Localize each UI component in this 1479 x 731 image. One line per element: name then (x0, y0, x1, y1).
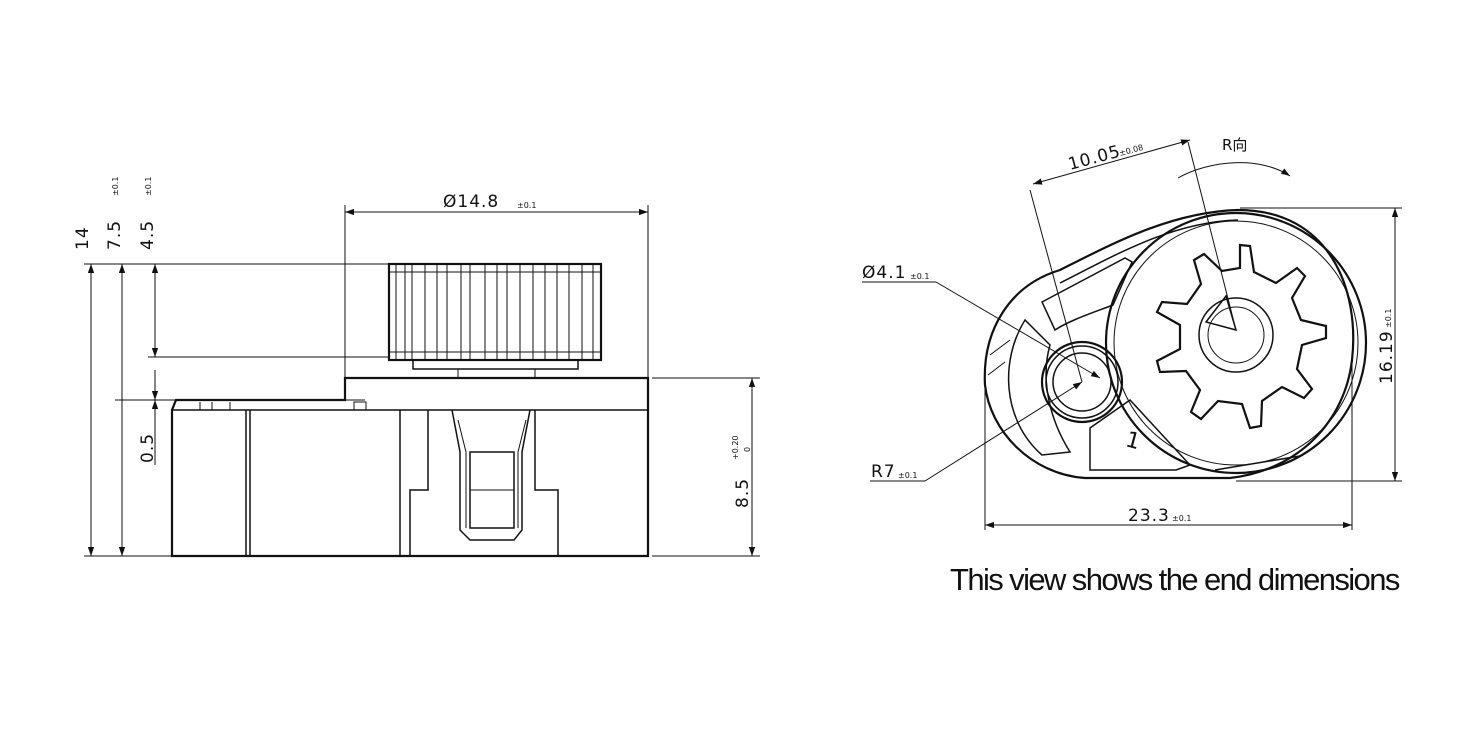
rotation-label: R向 (1222, 136, 1247, 154)
dim-width-tol: ±0.1 (1172, 514, 1191, 523)
hub-washer (412, 359, 579, 370)
gear-teeth (1155, 243, 1328, 430)
gear-wheel (387, 262, 603, 362)
side-view: Ø14.8 ±0.1 14 7.5 ±0.1 4.5 ±0.1 0.5 8.5 … (73, 177, 760, 558)
dim-step: 0.5 (138, 433, 158, 463)
dim-radius-tol: ±0.1 (898, 471, 917, 480)
gear-bore (1198, 297, 1274, 373)
dim-body-height: 8.5 (733, 478, 753, 508)
dim-center-distance-tol: ±0.08 (1118, 143, 1144, 158)
end-view: 1 10.05 ±0.08 R向 Ø4.1 ±0.1 R7 ±0.1 23.3 … (862, 136, 1402, 530)
arc-slot-left (1007, 318, 1072, 456)
arc-slot-lower (1089, 399, 1192, 471)
rotation-arrow (1177, 162, 1291, 179)
housing-outline (983, 208, 1355, 480)
dim-hole-diameter-tol: ±0.1 (910, 272, 929, 281)
dim-body-height-tol-upper: +0.20 (731, 435, 740, 460)
dim-height-tol: ±0.1 (1384, 309, 1393, 328)
caption: This view shows the end dimensions (950, 562, 1400, 597)
dim-body-height-tol-lower: 0 (743, 447, 752, 452)
dim-height-7-5-tol: ±0.1 (111, 177, 120, 196)
dim-width: 23.3 (1128, 506, 1170, 526)
dim-radius: R7 (871, 462, 896, 482)
dim-hole-diameter: Ø4.1 (862, 263, 906, 283)
dim-center-distance: 10.05 (1066, 142, 1123, 175)
body-slot (409, 410, 559, 556)
arc-slot-upper (1041, 257, 1133, 332)
dim-total-height: 14 (73, 226, 93, 250)
small-hole (1040, 340, 1124, 424)
gear-disc (1104, 211, 1368, 475)
dim-height: 16.19 (1377, 330, 1397, 384)
dim-height-4-5: 4.5 (138, 220, 158, 250)
body-outline (170, 376, 650, 558)
dim-height-4-5-tol: ±0.1 (144, 177, 153, 196)
mark-1: 1 (1123, 427, 1143, 455)
dim-top-diameter-tol: ±0.1 (517, 201, 536, 210)
dim-top-diameter: Ø14.8 (443, 192, 499, 212)
dim-height-7-5: 7.5 (105, 220, 125, 250)
